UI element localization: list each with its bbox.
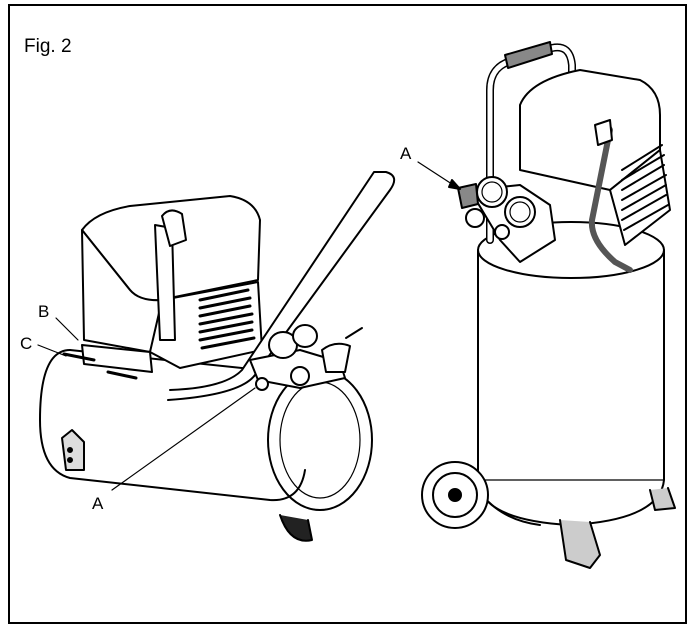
- shroud-handle-top: [161, 209, 187, 247]
- vertical-motor-vent: [621, 144, 669, 231]
- callout-c: C: [20, 334, 33, 353]
- safety-valve: [494, 224, 510, 240]
- bracket-screw: [62, 352, 96, 362]
- gauge-face: [509, 201, 531, 223]
- quick-coupler: [255, 377, 269, 391]
- quick-coupler: [457, 183, 479, 209]
- gauge-face: [481, 181, 503, 203]
- regulator-knob: [290, 366, 310, 386]
- figure-title: Fig. 2: [24, 36, 72, 57]
- horizontal-tank-end-inner: [279, 381, 361, 499]
- leader-line-b: [55, 317, 79, 341]
- callout-a-right: A: [400, 144, 412, 163]
- leader-arrowhead: [448, 179, 461, 190]
- wheel-inner: [432, 472, 478, 518]
- horizontal-tank-rear-foot: [279, 514, 313, 542]
- pressure-gauge: [292, 324, 318, 348]
- leader-line-a-left: [111, 387, 256, 491]
- tube-fitting: [594, 119, 613, 146]
- pressure-gauge: [504, 196, 536, 228]
- vertical-tank-foot: [559, 519, 601, 569]
- switch-lever: [345, 327, 363, 339]
- bracket-screw: [106, 370, 138, 380]
- horizontal-compressor: [37, 171, 396, 542]
- callout-b: B: [38, 302, 50, 321]
- horizontal-tank-end: [267, 369, 373, 511]
- foot-hole: [67, 447, 73, 453]
- pressure-switch: [321, 342, 351, 373]
- vertical-tank-body: [477, 249, 665, 526]
- handle-grip: [504, 41, 553, 69]
- leader-line-c: [37, 344, 67, 357]
- horizontal-tank-body: [39, 349, 306, 502]
- vertical-motor-front: [609, 149, 671, 246]
- vertical-motor-housing: [519, 69, 661, 191]
- tubular-carry-handle: [167, 171, 396, 401]
- wheel-hub: [448, 488, 462, 502]
- regulator-knob: [465, 208, 485, 228]
- motor-vent-grille: [198, 288, 256, 350]
- vertical-tank-foot: [649, 487, 676, 511]
- foot-hole: [67, 457, 73, 463]
- vertical-compressor: [417, 41, 676, 569]
- callout-a-left: A: [92, 494, 104, 513]
